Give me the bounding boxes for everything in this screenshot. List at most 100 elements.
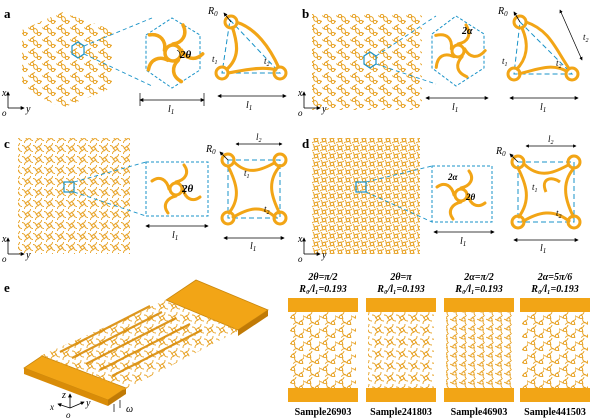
panel-d-t2-label: t2 [556, 208, 562, 220]
svg-text:o: o [66, 410, 71, 420]
sample-top-grip [366, 298, 436, 312]
svg-text:x: x [49, 402, 54, 412]
panel-e-omega-label: ω [126, 404, 133, 415]
panel-d-letter: d [302, 136, 310, 151]
sample-top-grip [444, 298, 514, 312]
panel-c-l2-label: l2 [256, 132, 262, 144]
sample-name-label: Sample46903 [451, 407, 508, 418]
sample-param-label: 2α=5π/6 [537, 272, 572, 283]
panel-d-t1-label: t1 [532, 182, 538, 194]
panel-d-lattice [312, 138, 420, 254]
panel-d-axes: x y o [297, 234, 327, 264]
panel-e: e z y x o ω 2θ=π/ [4, 272, 590, 420]
panel-c-angle-label: 2θ [181, 183, 194, 195]
panel-b-zoom-unit [434, 23, 487, 79]
sample-param-label: 2θ=π [389, 272, 412, 283]
panel-a: a 2θ l1 R0 t1 [1, 6, 288, 118]
svg-text:y: y [25, 250, 31, 261]
panel-d-angle-label-a: 2α [447, 172, 459, 182]
panel-c-lattice [18, 138, 130, 254]
panel-a-unit-triangle [214, 12, 288, 81]
panel-d-unit-square [509, 144, 582, 230]
panel-a-letter: a [4, 6, 11, 21]
sample-name-label: Sample241803 [370, 407, 432, 418]
panel-c-t1-label: t1 [244, 168, 250, 180]
panel-a-l1-label: l1 [168, 104, 174, 116]
panel-b-angle-label: 2α [461, 26, 473, 37]
sample-lattice [446, 312, 512, 388]
panel-b-letter: b [302, 6, 309, 21]
panel-c-l1-label-2: l1 [250, 241, 256, 253]
sample-bottom-grip [444, 388, 514, 402]
svg-text:x: x [1, 234, 7, 245]
sample-ratio-label: R₀/l₁=0.193 [298, 284, 346, 295]
panel-e-letter: e [4, 280, 10, 295]
panel-b-unit-triangle [506, 9, 583, 82]
svg-text:x: x [297, 88, 303, 99]
sample-bottom-grip [288, 388, 358, 402]
panel-b-r0-label: R0 [497, 6, 508, 18]
panel-d: d 2α 2θ l1 R0 l2 t1 t2 [297, 134, 582, 264]
panel-b-l1-label: l1 [452, 102, 458, 114]
sample-name-label: Sample26903 [295, 407, 352, 418]
sample-lattice [290, 312, 356, 388]
sample-bottom-grip [520, 388, 590, 402]
svg-text:y: y [321, 250, 327, 261]
panel-c-axes: x y o [1, 234, 31, 264]
sample-top-grip [520, 298, 590, 312]
svg-text:y: y [85, 398, 91, 409]
panel-d-zoom-unit [435, 169, 487, 221]
sample-top-grip [288, 298, 358, 312]
panel-c-t2-label: t2 [264, 204, 270, 216]
panel-a-lattice [22, 12, 112, 108]
svg-text:o: o [2, 254, 7, 264]
panel-c-zoom-unit [150, 163, 202, 215]
panel-a-zoom-unit [146, 23, 205, 84]
panel-b-lattice [312, 14, 422, 110]
panel-c-l1-label: l1 [172, 230, 178, 242]
svg-text:x: x [1, 88, 7, 99]
panel-c: c 2θ l1 R0 l2 t1 t2 [1, 132, 288, 264]
panel-a-l1-label-2: l1 [246, 100, 252, 112]
panel-a-zoom-hex [145, 17, 201, 89]
sample-ratio-label: R₀/l₁=0.193 [530, 284, 578, 295]
svg-text:z: z [61, 390, 66, 401]
svg-text:o: o [298, 108, 303, 118]
panel-a-t1-label: t1 [212, 54, 218, 66]
sample-lattice [368, 312, 434, 388]
panel-a-axes: x y o [1, 88, 31, 118]
svg-text:o: o [298, 254, 303, 264]
panel-b: b 2α l1 R0 t2 t1 t2 l1 [297, 6, 589, 118]
sample-name-label: Sample441503 [524, 407, 586, 418]
panel-c-unit-square [219, 142, 288, 226]
sample-ratio-label: R₀/l₁=0.193 [454, 284, 502, 295]
panel-d-angle-label-t: 2θ [465, 192, 476, 202]
panel-c-letter: c [4, 136, 10, 151]
svg-text:y: y [321, 104, 327, 115]
panel-a-angle-label: 2θ [179, 49, 192, 61]
panel-b-t2-side-label: t2 [583, 32, 589, 44]
sample-lattice [522, 312, 588, 388]
panel-a-r0-label: R0 [207, 6, 218, 18]
panel-c-r0-label: R0 [205, 144, 216, 156]
panel-b-t2-label: t2 [556, 58, 562, 70]
panel-d-l1-label-2: l1 [540, 243, 546, 255]
sample-param-label: 2α=π/2 [463, 272, 493, 283]
panel-d-l2-label: l2 [548, 134, 554, 146]
sample-bottom-grip [366, 388, 436, 402]
panel-a-t2-label: t2 [264, 56, 270, 68]
svg-text:o: o [2, 108, 7, 118]
panel-e-samples: 2θ=π/2R₀/l₁=0.193Sample269032θ=πR₀/l₁=0.… [288, 272, 590, 418]
svg-text:x: x [297, 234, 303, 245]
panel-b-l1-label-2: l1 [540, 102, 546, 114]
panel-d-r0-label: R0 [495, 146, 506, 158]
panel-b-axes: x y o [297, 88, 327, 118]
panel-e-3d-specimen: z y x o ω [23, 279, 269, 420]
sample-ratio-label: R₀/l₁=0.193 [376, 284, 424, 295]
panel-b-t1-label: t1 [502, 56, 508, 68]
svg-text:y: y [25, 104, 31, 115]
